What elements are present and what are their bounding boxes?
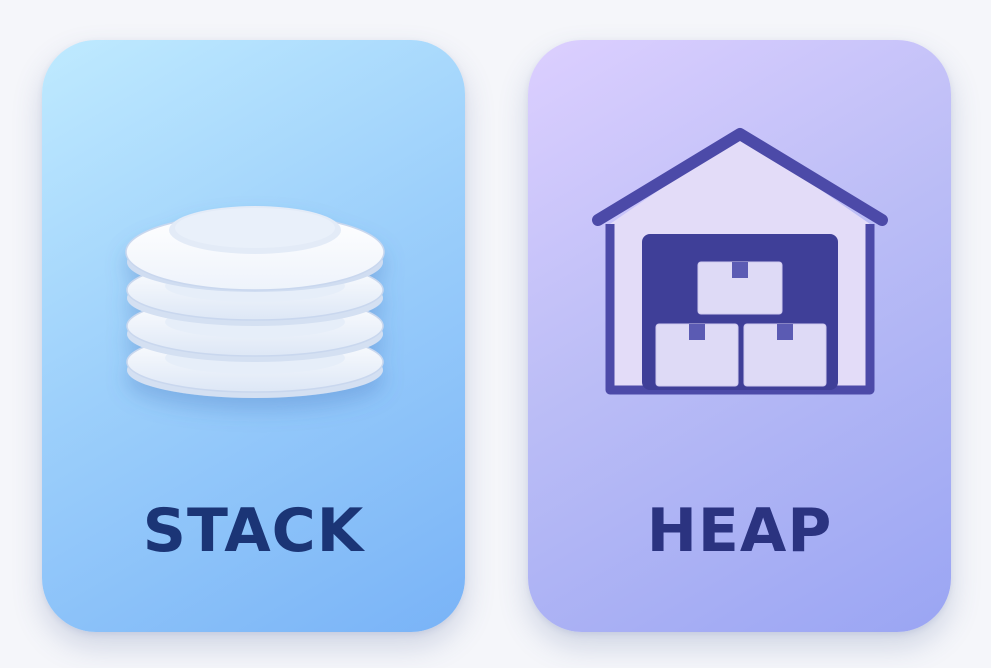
stack-card: STACK [42, 40, 465, 632]
box-bottom-right [743, 323, 827, 387]
stack-label: STACK [142, 496, 365, 566]
box-top [697, 261, 783, 315]
warehouse-roof [592, 128, 888, 226]
heap-label: HEAP [646, 496, 833, 566]
plate-1 [125, 206, 385, 292]
plate-stack-icon [125, 206, 385, 398]
warehouse-icon [592, 128, 888, 395]
box-bottom-left [655, 323, 739, 387]
heap-card: HEAP [528, 40, 951, 632]
